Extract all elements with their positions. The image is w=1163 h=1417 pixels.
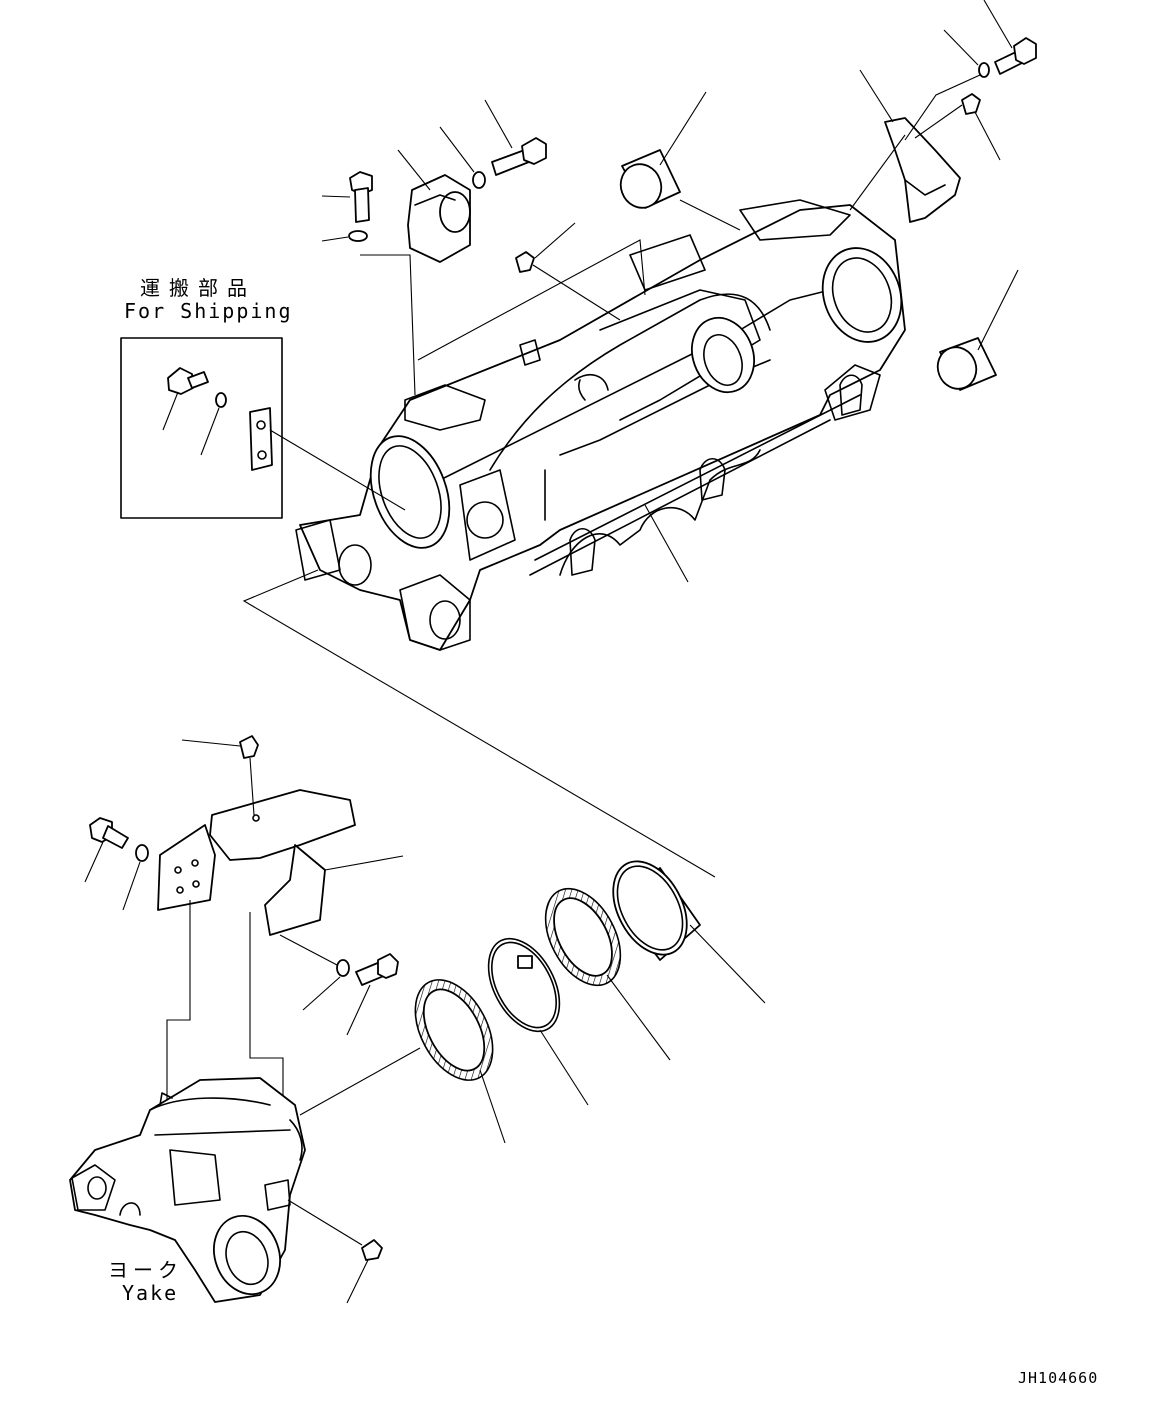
seal-ring-hatched-lower <box>414 979 506 1144</box>
shipping-leader-line <box>269 429 406 511</box>
grease-fitting-top-right <box>961 93 1001 161</box>
shield-washer-left <box>122 844 149 911</box>
shipping-inset-frame <box>120 337 283 519</box>
shield-bolt-left <box>84 817 129 883</box>
cover-bolt-top-right <box>983 0 1037 75</box>
shipping-bolt <box>162 367 209 431</box>
bracket-bolt-right <box>484 99 547 176</box>
bracket-assembly-line <box>360 254 416 396</box>
housing-to-ring-line <box>242 569 716 878</box>
yoke-label-japanese: ヨーク <box>108 1258 183 1282</box>
bracket-washer-right <box>439 126 486 189</box>
shipping-label-english: For Shipping <box>124 299 293 323</box>
cover-assembly-line <box>904 74 981 141</box>
yoke-assembly <box>69 1077 306 1303</box>
snap-ring <box>487 937 589 1106</box>
bushing-right <box>936 269 1019 391</box>
drawing-number: JH104660 <box>1018 1369 1099 1387</box>
bushing-upper-left <box>619 91 741 231</box>
shipping-washer <box>200 392 227 456</box>
pillow-block-bracket <box>397 149 471 263</box>
bracket-washer-left <box>321 230 368 242</box>
cover-leader-line <box>914 104 963 139</box>
bracket-leader-line <box>417 239 646 361</box>
shield-cover <box>157 789 404 936</box>
housing-leader-line <box>644 504 689 583</box>
bracket-bolt-left <box>321 171 373 223</box>
shield-washer-right <box>279 934 350 1011</box>
shipping-plate <box>249 407 273 471</box>
main-axle-housing <box>295 199 906 651</box>
sleeve-ring <box>612 860 766 1004</box>
yoke-grease-fitting <box>287 1199 383 1304</box>
seal-ring-hatched-upper <box>544 887 671 1061</box>
shield-bolt-right <box>346 953 399 1036</box>
shield-assembly-line-left <box>166 900 191 1102</box>
grease-fitting-top <box>515 222 621 321</box>
cover-washer-top-right <box>943 29 990 78</box>
ring-to-yoke-line <box>299 1047 421 1116</box>
shield-grease-fitting <box>181 735 259 816</box>
shipping-label-japanese: 運搬部品 <box>140 276 256 300</box>
shield-assembly-line-right <box>249 912 284 1105</box>
cover-plate-top-right <box>849 69 961 223</box>
yoke-label-english: Yake <box>122 1281 179 1305</box>
